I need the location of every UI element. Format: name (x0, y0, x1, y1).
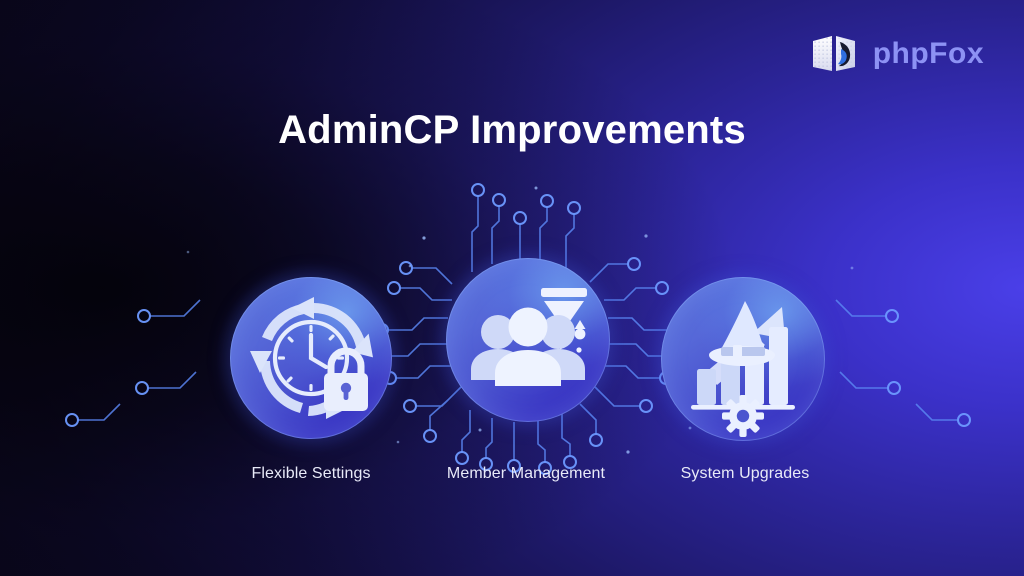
feature-label-system-upgrades: System Upgrades (680, 465, 810, 482)
feature-circle-flexible-settings[interactable] (216, 263, 406, 453)
wizard-hat-bar-chart-gear-icon (691, 301, 795, 437)
phpfox-logo[interactable]: phpFox (810, 33, 984, 75)
page-title: AdminCP Improvements (278, 108, 746, 152)
circle-ring (230, 277, 392, 439)
feature-label-flexible-settings: Flexible Settings (251, 465, 371, 482)
feature-circle-system-upgrades[interactable] (647, 263, 839, 455)
clock-refresh-lock-icon (250, 297, 374, 419)
feature-label-member-management: Member Management (446, 465, 606, 482)
phpfox-wordmark: phpFox (872, 37, 984, 70)
phpfox-book-fox-logo-icon (812, 36, 855, 71)
circle-ring (661, 277, 825, 441)
users-group-filter-icon (471, 288, 587, 386)
feature-circle-member-management[interactable] (432, 244, 624, 436)
circle-ring (446, 258, 610, 422)
